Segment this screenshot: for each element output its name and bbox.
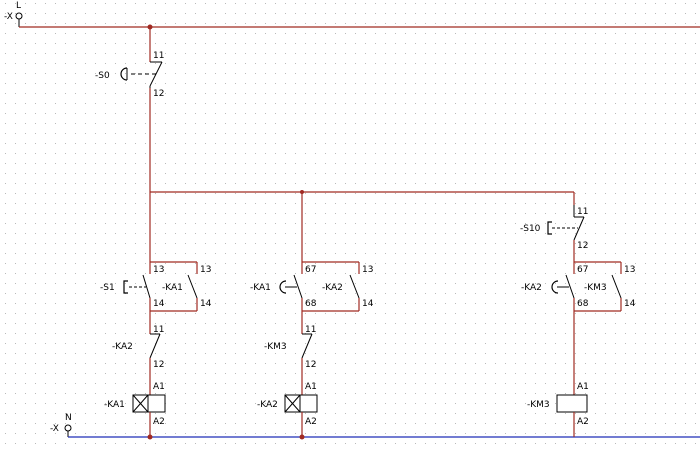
device-tag: -KA2 bbox=[112, 342, 133, 352]
terminal-n-label: N bbox=[65, 413, 72, 423]
pin-number: 13 bbox=[153, 265, 164, 275]
device-tag: -S10 bbox=[520, 224, 541, 234]
device-tag: -S0 bbox=[95, 71, 110, 81]
pushbutton-icon bbox=[547, 221, 552, 235]
rung-3: -S10 11 12 -KA2 67 68 -KM3 13 14 bbox=[520, 192, 636, 437]
pin-number: A2 bbox=[153, 417, 165, 427]
pin-number: 11 bbox=[153, 325, 164, 335]
pin-number: 13 bbox=[624, 265, 635, 275]
stop-button-s10: -S10 11 12 bbox=[520, 205, 588, 251]
coil-body bbox=[556, 394, 588, 413]
pin-number: A1 bbox=[577, 382, 589, 392]
delay-arc-icon bbox=[279, 280, 287, 294]
rung-1: -S1 13 14 -KA1 13 14 -KA2 11 12 bbox=[100, 192, 212, 440]
aux-contact-ka1: -KA1 67 68 bbox=[250, 262, 317, 309]
contactor-coil-km3: -KM3 A1 A2 bbox=[527, 382, 589, 427]
pin-number: A1 bbox=[305, 382, 317, 392]
terminal-l-label: L bbox=[16, 1, 21, 11]
device-tag: -KM3 bbox=[584, 283, 607, 293]
coil-marker-cross bbox=[284, 394, 301, 413]
mushroom-head-icon bbox=[120, 67, 128, 81]
contact-blade bbox=[149, 333, 161, 359]
pin-number: 13 bbox=[362, 265, 373, 275]
pin-number: 14 bbox=[200, 299, 212, 309]
device-tag: -KA2 bbox=[257, 400, 278, 410]
pin-number: 67 bbox=[577, 265, 588, 275]
hold-contact-ka1: -KA1 13 14 bbox=[162, 265, 212, 309]
contact-blade bbox=[565, 274, 575, 299]
contact-blade bbox=[293, 274, 303, 299]
pin-number: A2 bbox=[577, 417, 589, 427]
device-tag: -KA2 bbox=[322, 283, 343, 293]
hold-contact-km3: -KM3 13 14 bbox=[584, 265, 636, 309]
pin-number: 11 bbox=[153, 51, 164, 61]
terminal-x-prefix: -X bbox=[4, 12, 13, 22]
pin-number: 14 bbox=[624, 299, 636, 309]
coil-body bbox=[147, 394, 166, 413]
coil-body bbox=[299, 394, 318, 413]
junction-dot bbox=[299, 434, 305, 440]
pin-number: A2 bbox=[305, 417, 317, 427]
contact-blade bbox=[349, 274, 360, 299]
hold-contact-ka2: -KA2 13 14 bbox=[322, 265, 374, 309]
contact-blade bbox=[573, 216, 585, 241]
top-terminal: -X L bbox=[4, 1, 23, 22]
stop-button-s0: -S0 11 12 bbox=[95, 51, 164, 99]
relay-coil-ka2: -KA2 A1 A2 bbox=[257, 382, 318, 427]
contact-blade bbox=[187, 274, 198, 299]
rung-2: -KA1 67 68 -KA2 13 14 -KM3 11 12 bbox=[250, 190, 374, 440]
pin-number: 12 bbox=[153, 89, 164, 99]
pin-number: 11 bbox=[577, 207, 588, 217]
interlock-km3: -KM3 11 12 bbox=[264, 325, 316, 370]
interlock-ka2: -KA2 11 12 bbox=[112, 325, 164, 370]
pin-number: 11 bbox=[305, 325, 316, 335]
pin-number: 12 bbox=[153, 360, 164, 370]
pin-number: 12 bbox=[577, 241, 588, 251]
pin-number: 68 bbox=[305, 299, 317, 309]
terminal-x-prefix: -X bbox=[50, 424, 59, 434]
device-tag: -KA2 bbox=[521, 283, 542, 293]
device-tag: -KA1 bbox=[250, 283, 271, 293]
device-tag: -S1 bbox=[100, 283, 115, 293]
device-tag: -KM3 bbox=[527, 400, 550, 410]
pin-number: A1 bbox=[153, 382, 165, 392]
device-tag: -KA1 bbox=[162, 283, 183, 293]
pin-number: 14 bbox=[153, 299, 165, 309]
pushbutton-icon bbox=[123, 280, 128, 294]
pin-number: 12 bbox=[305, 360, 316, 370]
pin-number: 67 bbox=[305, 265, 316, 275]
aux-contact-ka2: -KA2 67 68 bbox=[521, 265, 589, 309]
junction-dot bbox=[147, 434, 153, 440]
contact-blade bbox=[611, 274, 622, 299]
device-tag: -KA1 bbox=[104, 400, 125, 410]
terminal-x-n-symbol bbox=[64, 424, 72, 432]
start-button-s1: -S1 13 14 bbox=[100, 262, 165, 309]
delay-arc-icon bbox=[551, 280, 559, 294]
device-tag: -KM3 bbox=[264, 342, 287, 352]
coil-marker-cross bbox=[132, 394, 149, 413]
contact-blade bbox=[301, 333, 313, 359]
pin-number: 14 bbox=[362, 299, 374, 309]
pin-number: 68 bbox=[577, 299, 589, 309]
relay-coil-ka1: -KA1 A1 A2 bbox=[104, 382, 166, 427]
contact-blade bbox=[142, 274, 151, 299]
terminal-x-l-symbol bbox=[15, 12, 23, 20]
pin-number: 13 bbox=[200, 265, 211, 275]
